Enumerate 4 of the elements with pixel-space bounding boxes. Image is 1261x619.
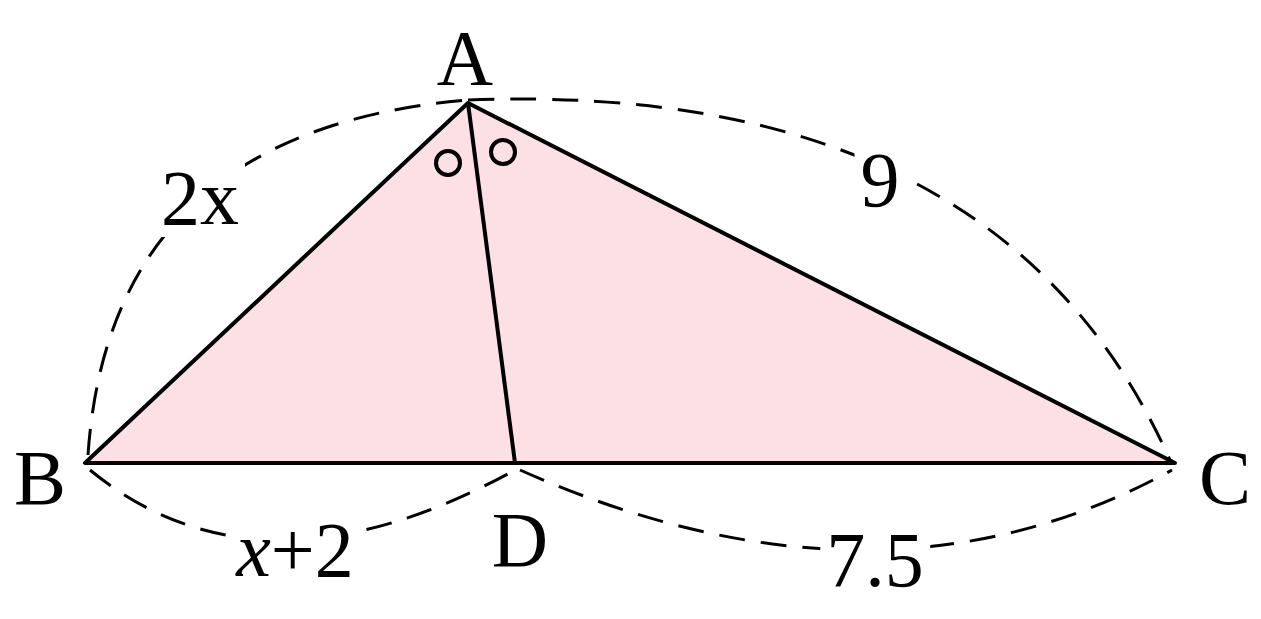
vertex-label: D: [490, 501, 550, 579]
vertex-label: C: [1198, 439, 1252, 517]
vertex-label: B: [13, 439, 67, 517]
vertex-label: A: [435, 19, 495, 97]
